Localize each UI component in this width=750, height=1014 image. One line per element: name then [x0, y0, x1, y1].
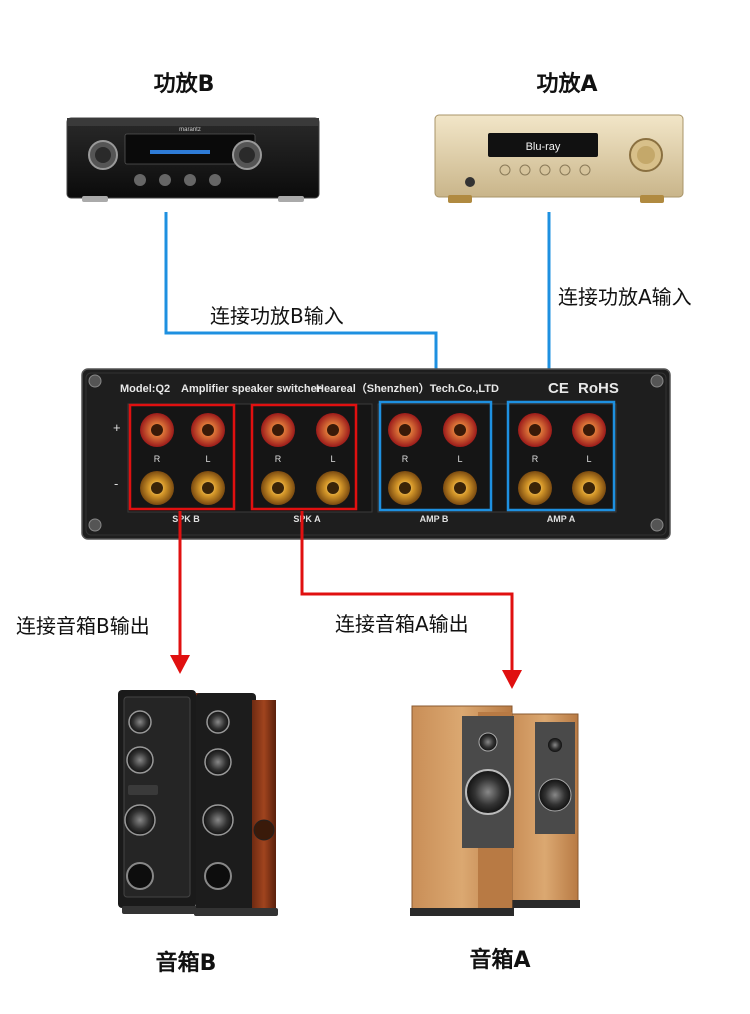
label-r-amp-b: R [402, 454, 409, 464]
post-amp-a-r-plus [518, 413, 552, 447]
amp-b-highlight [378, 400, 493, 512]
speaker-a-pair [410, 705, 580, 916]
post-amp-a-l-minus [572, 471, 606, 505]
amp-b-brand: marantz [179, 127, 201, 133]
speaker-b-output-label: 连接音箱B输出 [16, 614, 150, 638]
plus-sign: + [113, 420, 121, 435]
label-r-spk-b: R [154, 454, 161, 464]
group-spk-b: SPK B [172, 514, 200, 524]
binding-posts [140, 413, 606, 505]
spk-a-highlight [250, 403, 358, 511]
arrow-to-speaker-a [502, 670, 522, 689]
blue-connections [164, 212, 551, 395]
spk-b-highlight [128, 403, 236, 511]
post-amp-b-l-minus [443, 471, 477, 505]
label-l-spk-a: L [330, 454, 335, 464]
post-spk-a-r-minus [261, 471, 295, 505]
group-labels: SPK B SPK A AMP B AMP A [172, 514, 576, 524]
post-spk-b-r-minus [140, 471, 174, 505]
amplifier-a: Blu-ray [434, 114, 684, 203]
post-spk-a-l-minus [316, 471, 350, 505]
post-amp-a-l-plus [572, 413, 606, 447]
speaker-b-pair [118, 690, 278, 916]
amp-b-title: 功放B [153, 72, 215, 97]
post-spk-a-l-plus [316, 413, 350, 447]
group-spk-a: SPK A [293, 514, 321, 524]
amp-b-input-label: 连接功放B输入 [210, 304, 344, 328]
switcher-product: Amplifier speaker switcher [181, 383, 322, 395]
label-l-amp-a: L [586, 454, 591, 464]
red-connections [178, 511, 514, 680]
group-amp-a: AMP A [547, 514, 576, 524]
amp-a-title: 功放A [536, 72, 598, 97]
rohs-mark: RoHS [578, 380, 619, 397]
label-r-spk-a: R [275, 454, 282, 464]
post-spk-b-l-minus [191, 471, 225, 505]
label-l-amp-b: L [457, 454, 462, 464]
post-spk-a-r-plus [261, 413, 295, 447]
post-spk-b-r-plus [140, 413, 174, 447]
amp-a-display: Blu-ray [526, 141, 561, 153]
speaker-a-title: 音箱A [469, 948, 531, 973]
speaker-b-title: 音箱B [155, 951, 217, 976]
post-amp-b-l-plus [443, 413, 477, 447]
speaker-switcher: Model:Q2 Amplifier speaker switcher Hear… [81, 368, 671, 540]
minus-sign: - [114, 476, 118, 491]
label-r-amp-a: R [532, 454, 539, 464]
label-l-spk-b: L [205, 454, 210, 464]
switcher-maker: Heareal（Shenzhen）Tech.Co.,LTD [316, 382, 499, 395]
post-amp-a-r-minus [518, 471, 552, 505]
group-amp-b: AMP B [420, 514, 449, 524]
post-spk-b-l-plus [191, 413, 225, 447]
ce-mark: CE [548, 380, 569, 397]
amplifier-b: marantz [66, 117, 320, 202]
post-amp-b-r-minus [388, 471, 422, 505]
channel-labels: R L R L R L R L [154, 454, 592, 464]
post-amp-b-r-plus [388, 413, 422, 447]
amp-a-input-label: 连接功放A输入 [558, 285, 692, 309]
amp-a-highlight [506, 400, 616, 512]
speaker-a-output-label: 连接音箱A输出 [335, 612, 469, 636]
switcher-model: Model:Q2 [120, 383, 170, 395]
arrow-to-speaker-b [170, 655, 190, 674]
